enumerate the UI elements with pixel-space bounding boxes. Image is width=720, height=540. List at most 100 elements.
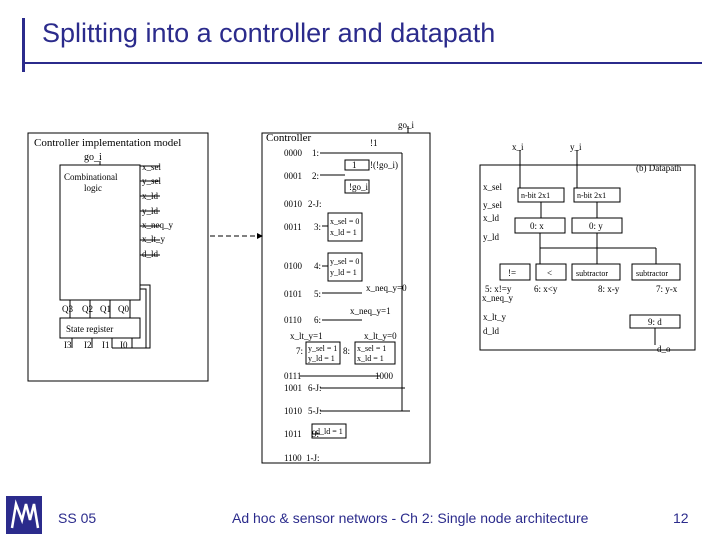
s3-x-sel: x_sel = 0 (330, 217, 359, 226)
datapath-title: (b) Datapath (636, 163, 682, 173)
l8-label: 8: x-y (598, 284, 620, 294)
state-num-8: 6-J: (308, 383, 322, 393)
state-code-6: 0110 (284, 315, 302, 325)
logic-label-2: logic (84, 183, 102, 193)
q3-label: Q3 (62, 304, 73, 314)
neq-label: != (508, 268, 516, 278)
state-code-4: 0100 (284, 261, 303, 271)
dp-y-sel: y_sel (483, 200, 502, 210)
mux2-label: n-bit 2x1 (577, 191, 606, 200)
state-num-11: 1-J: (306, 453, 320, 463)
s8-x-ld: x_ld = 1 (357, 354, 384, 363)
s4-y-sel: y_sel = 0 (330, 257, 359, 266)
slide-title: Splitting into a controller and datapath (42, 18, 496, 48)
state-register-box (59, 317, 141, 339)
state-code-1: 0001 (284, 171, 302, 181)
neq1-label: x_neq_y=1 (350, 306, 391, 316)
out-y-ld: y_ld (142, 206, 159, 216)
state-code-5: 0101 (284, 289, 302, 299)
lt-label: < (547, 268, 552, 278)
i2-label: I2 (84, 340, 92, 350)
state-num-4: 4: (314, 261, 321, 271)
state-num-9: 5-J: (308, 406, 322, 416)
university-logo (6, 496, 42, 534)
l5-label: 5: x!=y (485, 284, 512, 294)
impl-model-title: Controller implementation model (34, 137, 181, 149)
one-label: 1 (352, 160, 357, 170)
q0-label: Q0 (118, 304, 129, 314)
bang1-label: !1 (370, 138, 378, 148)
neq0-label: x_neq_y=0 (366, 283, 407, 293)
controller-title: Controller (266, 132, 312, 144)
out-y-sel: y_sel (142, 176, 161, 186)
i3-label: I3 (64, 340, 72, 350)
l7-label: 7: y-x (656, 284, 678, 294)
out-x-sel: x_sel (142, 162, 161, 172)
q1-label: Q1 (100, 304, 111, 314)
title-underline (22, 62, 702, 64)
s8-x-sel: x_sel = 1 (357, 344, 386, 353)
dp-y-ld: y_ld (483, 232, 500, 242)
page-number: 12 (673, 510, 689, 526)
footer-course: SS 05 (58, 510, 97, 526)
dp-x-i: x_i (512, 142, 524, 152)
controller-go-i: go_i (398, 120, 415, 130)
footer-title: Ad hoc & sensor networs - Ch 2: Single n… (232, 510, 589, 526)
s8-num: 8: (343, 346, 350, 356)
mux1-label: n-bit 2x1 (521, 191, 550, 200)
state-code-7: 0111 (284, 371, 301, 381)
state-code-11: 1100 (284, 453, 302, 463)
dp-x-neq-y: x_neq_y (482, 293, 513, 303)
not-go-label: !(!go_i) (370, 160, 398, 170)
go-i-label: go_i (84, 152, 102, 163)
state-code-10: 1011 (284, 429, 302, 439)
bang-go-label: !go_i (349, 182, 368, 192)
state-num-10: 9: (312, 429, 319, 439)
logic-label-1: Combinational (64, 172, 118, 182)
i0-label: I0 (120, 340, 128, 350)
title-accent-bar (22, 18, 25, 72)
sub2-label: subtractor (636, 269, 668, 278)
state-register-label: State register (66, 324, 113, 334)
state-num-3: 3: (314, 222, 321, 232)
s7-y-ld: y_ld = 1 (308, 354, 335, 363)
state-num-2: 2-J: (308, 199, 322, 209)
controller-panel (261, 132, 431, 464)
impl-model-panel (27, 132, 209, 382)
dp-d-o: d_o (657, 344, 671, 354)
dp-d-ld: d_ld (483, 326, 500, 336)
out-d-ld: d_ld (142, 249, 159, 259)
state-num-6: 6: (314, 315, 321, 325)
state-code-2: 0010 (284, 199, 303, 209)
reg-d-label: 9: d (648, 317, 662, 327)
reg-y-label: 0: y (589, 221, 603, 231)
datapath-panel (479, 164, 696, 351)
dp-x-ld: x_ld (483, 213, 500, 223)
l6-label: 6: x<y (534, 284, 558, 294)
dp-x-sel: x_sel (483, 182, 502, 192)
state-num-1: 2: (312, 171, 319, 181)
s7-y-sel: y_sel = 1 (308, 344, 337, 353)
state-num-0: 1: (312, 148, 319, 158)
out-x-lt-y: x_lt_y (142, 234, 166, 244)
i1-label: I1 (102, 340, 110, 350)
s4-y-ld: y_ld = 1 (330, 268, 357, 277)
state-code-9: 1010 (284, 406, 303, 416)
lt1-label: x_lt_y=1 (290, 331, 323, 341)
state-code-3: 0011 (284, 222, 302, 232)
s9-d-ld: d_ld = 1 (316, 427, 343, 436)
q2-label: Q2 (82, 304, 93, 314)
reg-x-label: 0: x (530, 221, 544, 231)
sub1-label: subtractor (576, 269, 608, 278)
out-x-neq-y: x_neq_y (142, 220, 173, 230)
out-x-ld: x_ld (142, 191, 159, 201)
state-code-8: 1001 (284, 383, 302, 393)
s7-num: 7: (296, 346, 303, 356)
dp-x-lt-y: x_lt_y (483, 312, 507, 322)
lt0-label: x_lt_y=0 (364, 331, 397, 341)
dp-y-i: y_i (570, 142, 582, 152)
s3-x-ld: x_ld = 1 (330, 228, 357, 237)
code-1000: 1000 (375, 371, 394, 381)
state-num-5: 5: (314, 289, 321, 299)
